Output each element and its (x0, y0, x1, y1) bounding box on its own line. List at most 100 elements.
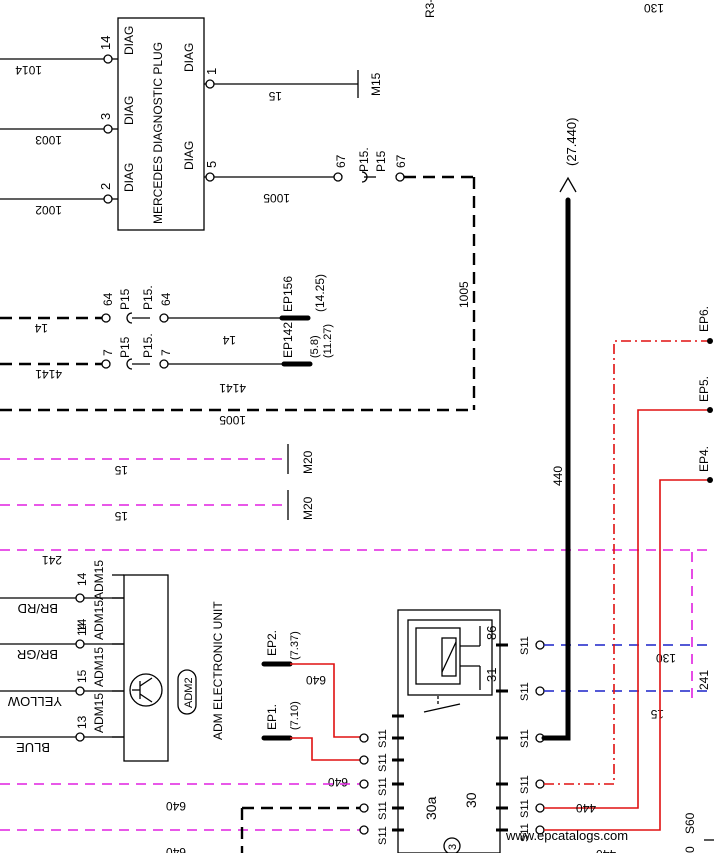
wire-ep6 (544, 340, 710, 785)
svg-text:S11: S11 (377, 777, 389, 796)
svg-text:ADM15: ADM15 (92, 560, 106, 600)
wire-15-right: 15 (650, 707, 664, 721)
svg-text:ADM15: ADM15 (92, 600, 106, 640)
svg-text:0: 0 (683, 846, 697, 853)
svg-text:3: 3 (447, 844, 459, 850)
svg-text:(5.8): (5.8) (309, 335, 321, 358)
svg-text:S11: S11 (519, 799, 531, 818)
svg-text:BLUE: BLUE (16, 740, 50, 755)
svg-text:67: 67 (394, 154, 408, 168)
ep5-label: EP5. (697, 376, 711, 402)
svg-text:DIAG: DIAG (122, 96, 136, 125)
svg-text:P15: P15 (118, 288, 132, 310)
svg-text:DIAG: DIAG (182, 141, 196, 170)
plug-pin-3 (103, 124, 113, 134)
svg-text:DIAG: DIAG (122, 26, 136, 55)
svg-text:S11: S11 (519, 636, 531, 655)
svg-text:5: 5 (204, 161, 219, 168)
transistor-icon (129, 673, 163, 707)
wire-1005-top: 1005 (263, 191, 290, 205)
wire-4141-left: 4141 (35, 367, 62, 381)
plug-pin-14 (103, 54, 113, 64)
svg-text:S11: S11 (519, 823, 531, 842)
adm-pin-brrd: BR/RD (0, 593, 124, 616)
svg-text:S11: S11 (519, 682, 531, 701)
svg-text:(7.37): (7.37) (289, 631, 301, 660)
relay-coil (415, 627, 461, 685)
relay-block (397, 609, 501, 853)
wire-ep4 (544, 479, 710, 831)
svg-text:640: 640 (166, 845, 186, 853)
svg-text:YELLOW: YELLOW (7, 694, 62, 709)
wire-440: 440 (551, 466, 565, 486)
svg-text:P15: P15 (374, 150, 388, 172)
svg-text:DIAG: DIAG (182, 43, 196, 72)
svg-text:S11: S11 (377, 801, 389, 820)
adm-pin-brgr: 14 ADM15 BR/GR (0, 600, 124, 662)
relay-contact (423, 703, 461, 713)
wire-130: 130 (656, 651, 676, 665)
svg-text:4141: 4141 (219, 381, 246, 395)
adm-title: ADM ELECTRONIC UNIT (211, 601, 225, 740)
svg-text:13: 13 (75, 715, 89, 729)
svg-text:2: 2 (98, 183, 113, 190)
svg-text:15: 15 (75, 669, 89, 683)
ref-27440: (27.440) (564, 118, 579, 166)
svg-text:P15.: P15. (141, 333, 155, 358)
watermark: www.epcatalogs.com (505, 828, 628, 843)
ep2-label: EP2. (265, 630, 279, 656)
svg-text:86: 86 (484, 626, 499, 640)
wire-1003: 1003 (35, 133, 62, 147)
svg-text:440: 440 (596, 847, 616, 853)
plug-title: MERCEDES DIAGNOSTIC PLUG (151, 42, 165, 224)
svg-text:640: 640 (306, 673, 326, 687)
svg-text:30: 30 (463, 792, 479, 808)
svg-text:BR/GR: BR/GR (17, 647, 58, 662)
svg-text:15: 15 (114, 509, 128, 523)
diagnostic-plug-box (117, 17, 205, 231)
ground-m20-b: M20 (301, 496, 315, 520)
ep156-label: EP156 (281, 276, 295, 312)
ep1-label: EP1. (265, 704, 279, 730)
wire-14-left: 14 (34, 321, 48, 335)
svg-text:1: 1 (204, 68, 219, 75)
svg-text:14: 14 (222, 333, 236, 347)
plug-pin-5 (205, 172, 215, 182)
svg-text:P15: P15 (118, 336, 132, 358)
svg-text:67: 67 (334, 154, 348, 168)
plug-pin-1 (205, 79, 215, 89)
svg-text:P15.: P15. (357, 147, 371, 172)
adm-pin-yellow: 15 ADM15 YELLOW (0, 647, 124, 709)
wire-1002: 1002 (35, 203, 62, 217)
wire-440-thick (541, 197, 571, 741)
svg-text:14: 14 (98, 36, 113, 50)
wire-241-right: 241 (697, 670, 711, 690)
svg-text:3: 3 (98, 113, 113, 120)
wire-241-left: 241 (42, 553, 62, 567)
adm-unit-box (123, 574, 169, 762)
adm-pin-blue: 13 ADM15 BLUE (0, 693, 124, 755)
svg-text:S11: S11 (519, 729, 531, 748)
svg-text:64: 64 (101, 292, 115, 306)
svg-text:ADM15: ADM15 (92, 647, 106, 687)
svg-text:7: 7 (101, 349, 115, 356)
wire-ep5 (544, 409, 710, 809)
svg-text:30a: 30a (423, 796, 439, 820)
svg-text:440: 440 (576, 801, 596, 815)
svg-text:S11: S11 (377, 753, 389, 772)
wire-1005-bottom: 1005 (219, 413, 246, 427)
plug-pin-2 (103, 194, 113, 204)
svg-text:640: 640 (328, 775, 348, 789)
s60-label: S60 (683, 812, 697, 834)
svg-text:(7.10): (7.10) (289, 701, 301, 730)
svg-text:BR/RD: BR/RD (18, 601, 58, 616)
svg-text:15: 15 (268, 89, 282, 103)
svg-text:R3-: R3- (423, 0, 437, 18)
svg-text:P15.: P15. (141, 285, 155, 310)
ep142-label: EP142 (281, 322, 295, 358)
svg-text:31: 31 (484, 668, 499, 682)
svg-text:640: 640 (166, 799, 186, 813)
ep6-label: EP6. (697, 306, 711, 332)
